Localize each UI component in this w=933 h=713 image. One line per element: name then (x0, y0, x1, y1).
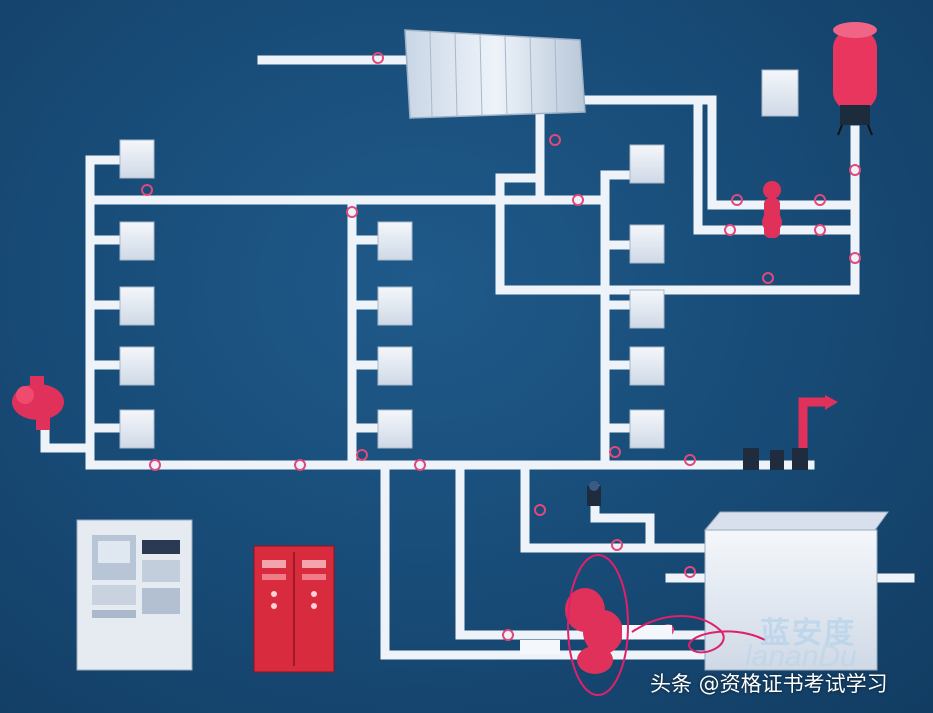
outlet-assembly (743, 395, 838, 470)
fire-pump-left (12, 376, 64, 430)
cooling-tower (404, 29, 586, 119)
watermark-brand-en: lananDu (745, 640, 857, 673)
watermark-brand-cn: 蓝安度 (760, 616, 856, 651)
control-box (761, 69, 799, 117)
flow-switch (587, 481, 601, 506)
control-cabinet (76, 519, 193, 671)
pressure-tank (833, 22, 877, 136)
annotation-marks (567, 554, 766, 696)
sprinkler-units-left (119, 139, 155, 449)
main-fire-pumps (520, 588, 672, 674)
circulation-pump (762, 181, 782, 238)
fire-control-cabinet (253, 545, 335, 673)
sprinkler-units-right (629, 144, 665, 449)
source-credit: 头条 @资格证书考试学习 (650, 672, 888, 696)
sprinkler-units-middle (377, 221, 413, 449)
water-tank (703, 511, 889, 671)
